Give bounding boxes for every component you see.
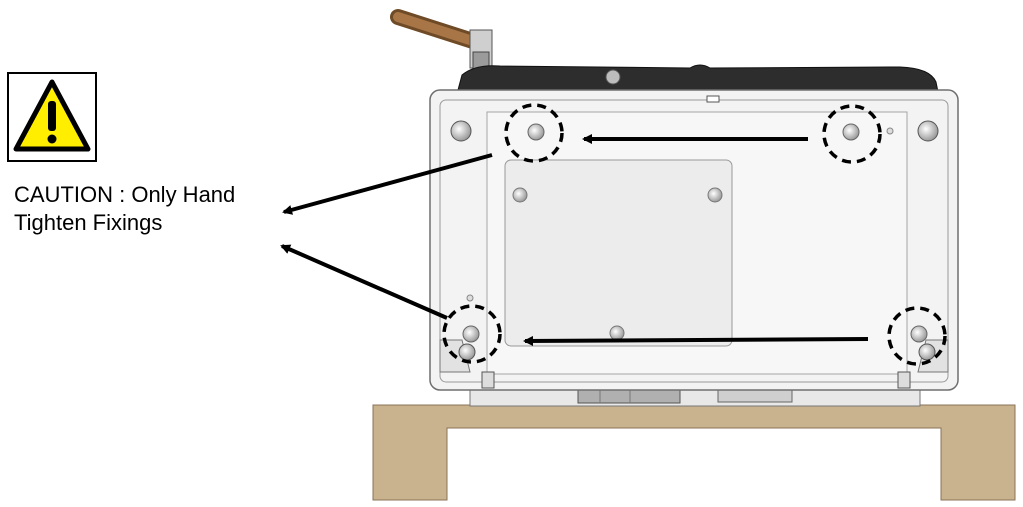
caution-line-1: CAUTION : Only Hand	[14, 182, 236, 207]
bottom-fittings	[469, 385, 921, 407]
warning-triangle-icon	[13, 79, 91, 152]
highlight-top-right	[822, 104, 882, 164]
wooden-stand	[372, 404, 1016, 501]
caution-label: CAUTION : Only Hand Tighten Fixings	[14, 181, 235, 237]
fixings	[450, 120, 939, 361]
arrow-to-caution-upper	[282, 153, 493, 215]
caution-line-2: Tighten Fixings	[14, 210, 163, 235]
warning-sign	[7, 72, 97, 162]
highlight-bottom-left	[442, 304, 502, 364]
highlight-bottom-right	[887, 306, 947, 366]
arrow-to-caution-lower	[280, 244, 448, 320]
arrow-bottom-horizontal	[523, 335, 869, 346]
top-cover	[457, 64, 939, 93]
arrows	[280, 134, 869, 346]
highlight-top-left	[504, 103, 564, 163]
fixing-highlights	[442, 103, 947, 366]
handle-lever	[390, 9, 493, 71]
